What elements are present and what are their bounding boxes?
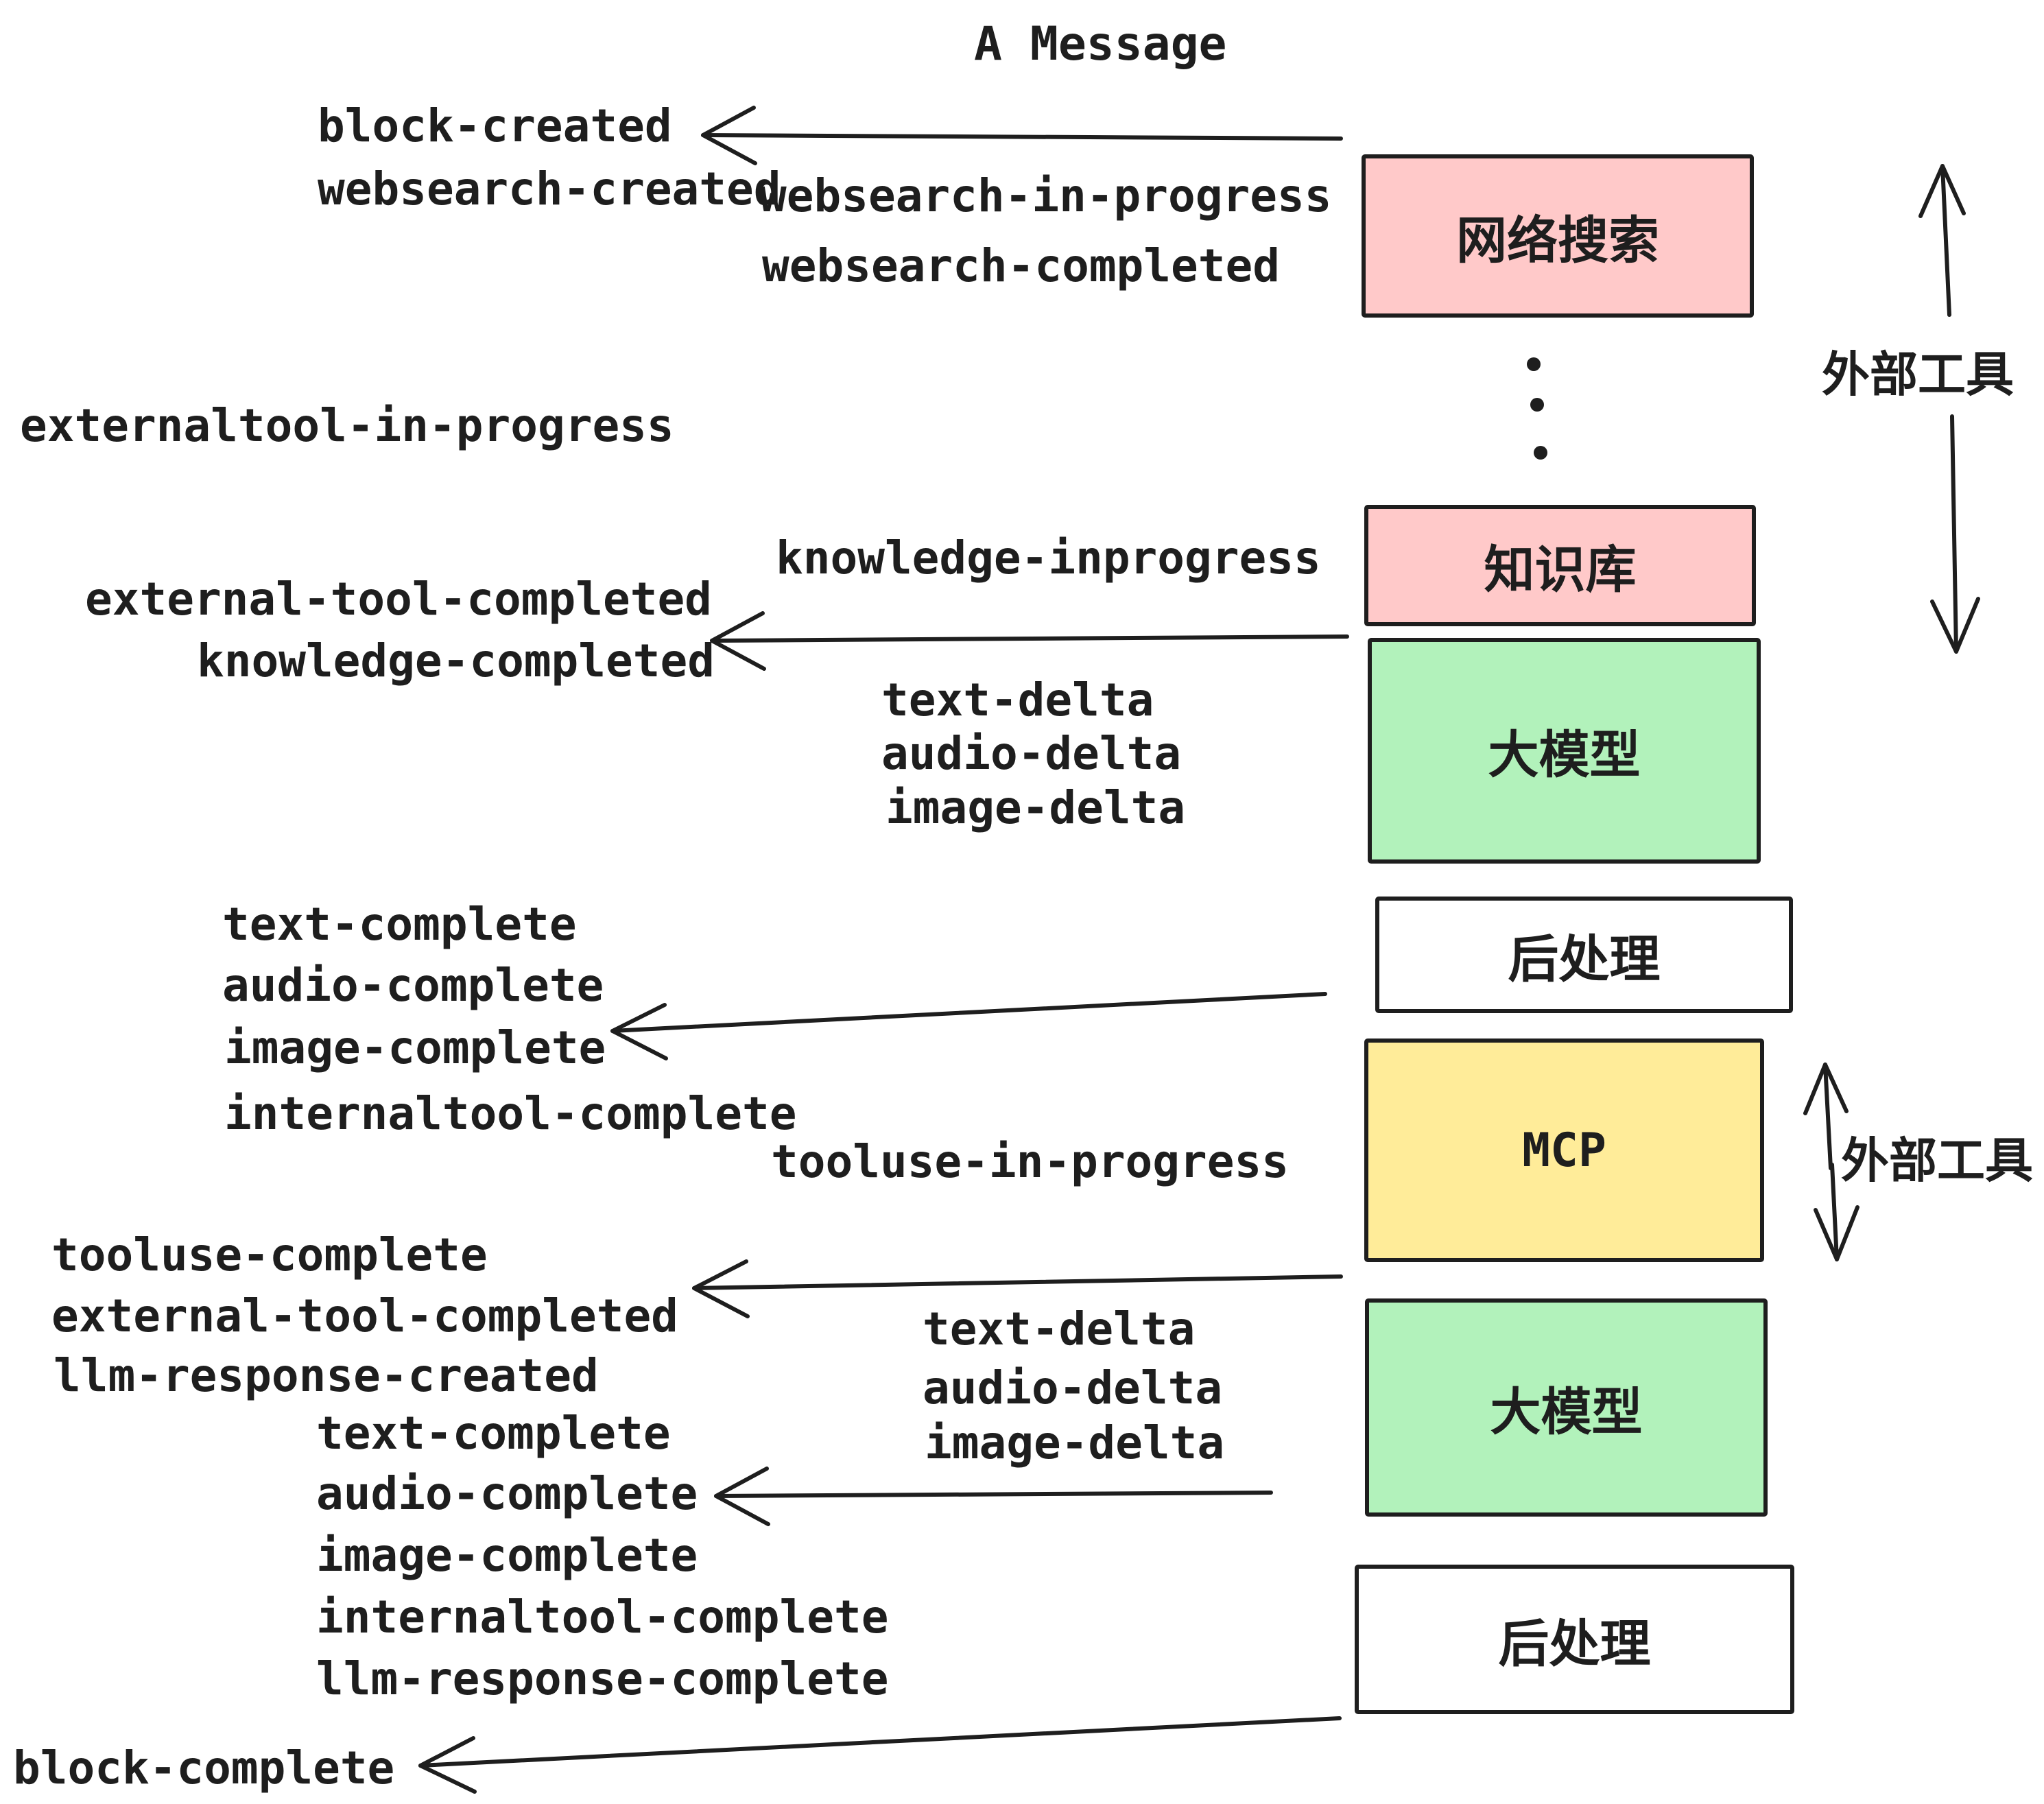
- box-postprocess-top: 后处理: [1375, 897, 1793, 1013]
- event-label-audio-complete-1: audio-complete: [222, 959, 604, 1012]
- event-label-audio-delta-1: audio-delta: [881, 727, 1182, 780]
- event-label-llm-response-complete: llm-response-complete: [316, 1652, 889, 1705]
- event-label-internaltool-complete-1: internaltool-complete: [224, 1087, 797, 1140]
- event-label-externaltool-in-progress: externaltool-in-progress: [20, 399, 674, 452]
- event-label-websearch-completed: websearch-completed: [762, 239, 1280, 292]
- box-knowledge-base: 知识库: [1364, 505, 1756, 626]
- event-label-image-delta-1: image-delta: [886, 781, 1186, 834]
- event-label-image-complete-2: image-complete: [316, 1529, 698, 1582]
- event-label-text-delta-2: text-delta: [923, 1303, 1196, 1355]
- event-label-block-created: block-created: [318, 99, 672, 152]
- diagram-title: A Message: [974, 17, 1227, 71]
- event-label-knowledge-inprogress: knowledge-inprogress: [776, 532, 1321, 584]
- event-label-knowledge-completed: knowledge-completed: [197, 634, 715, 687]
- arrow-block-complete: [418, 1716, 1342, 1794]
- event-label-external-tool-completed: external-tool-completed: [85, 573, 712, 626]
- event-label-text-complete-1: text-complete: [222, 898, 577, 951]
- arrow-image-complete: [610, 992, 1327, 1060]
- arrow-knowledge-completed: [710, 611, 1349, 671]
- box-postprocess-bottom: 后处理: [1355, 1565, 1794, 1714]
- event-label-text-complete-2: text-complete: [316, 1407, 671, 1460]
- annotation-external-tools-bottom: 外部工具: [1841, 1132, 2033, 1189]
- event-label-websearch-in-progress: websearch-in-progress: [759, 169, 1332, 222]
- event-label-block-complete: block-complete: [13, 1742, 395, 1794]
- event-label-audio-delta-2: audio-delta: [923, 1362, 1223, 1414]
- box-llm-top: 大模型: [1368, 638, 1761, 864]
- event-label-external-tool-completed-2: external-tool-completed: [51, 1290, 678, 1342]
- event-label-tooluse-complete: tooluse-complete: [51, 1229, 488, 1281]
- event-label-llm-response-created: llm-response-created: [54, 1349, 599, 1402]
- double-arrow-external-tools-top: [1918, 164, 1980, 654]
- ellipsis-dots: [1527, 357, 1547, 460]
- double-arrow-external-tools-bottom: [1803, 1063, 1859, 1261]
- event-label-text-delta-1: text-delta: [881, 674, 1154, 726]
- annotation-external-tools-top: 外部工具: [1822, 346, 2014, 403]
- event-label-image-complete-1: image-complete: [224, 1021, 606, 1074]
- arrow-audio-complete: [714, 1467, 1273, 1526]
- event-label-audio-complete-2: audio-complete: [316, 1467, 698, 1520]
- arrow-tooluse-complete: [692, 1259, 1343, 1318]
- box-websearch: 网络搜索: [1362, 154, 1754, 318]
- event-label-websearch-created: websearch-created: [318, 163, 781, 215]
- box-llm-bottom: 大模型: [1365, 1298, 1768, 1517]
- event-label-internaltool-complete-2: internaltool-complete: [316, 1591, 889, 1643]
- event-label-tooluse-in-progress: tooluse-in-progress: [771, 1135, 1289, 1188]
- box-mcp: MCP: [1364, 1039, 1764, 1262]
- arrow-block-created: [701, 106, 1343, 165]
- event-label-image-delta-2: image-delta: [925, 1416, 1225, 1469]
